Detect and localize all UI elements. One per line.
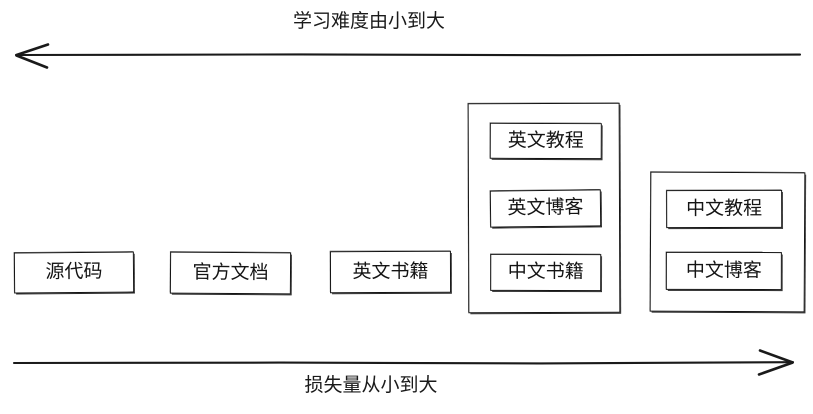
node-chinese-tutorial[interactable]: 中文教程 [666,189,783,229]
node-chinese-books[interactable]: 中文书籍 [490,253,602,292]
node-chinese-blog[interactable]: 中文博客 [665,251,782,291]
node-label: 源代码 [45,260,103,283]
node-label: 英文教程 [507,128,584,152]
node-official-docs[interactable]: 官方文档 [169,251,292,295]
group-right: 中文教程 中文博客 [649,171,806,313]
node-label: 官方文档 [192,260,269,284]
top-axis-label: 学习难度由小到大 [292,10,445,32]
node-source-code[interactable]: 源代码 [13,251,135,294]
node-label: 英文博客 [507,196,584,219]
node-english-books[interactable]: 英文书籍 [329,250,452,294]
node-label: 英文书籍 [352,259,429,283]
node-label: 中文书籍 [507,260,584,283]
node-english-tutorial[interactable]: 英文教程 [489,122,602,160]
group-middle: 英文教程 英文博客 中文书籍 [467,102,621,314]
node-english-blog[interactable]: 英文博客 [489,189,602,228]
node-label: 中文博客 [685,258,762,282]
node-label: 中文教程 [686,196,763,220]
bottom-axis-label: 损失量从小到大 [304,374,438,396]
